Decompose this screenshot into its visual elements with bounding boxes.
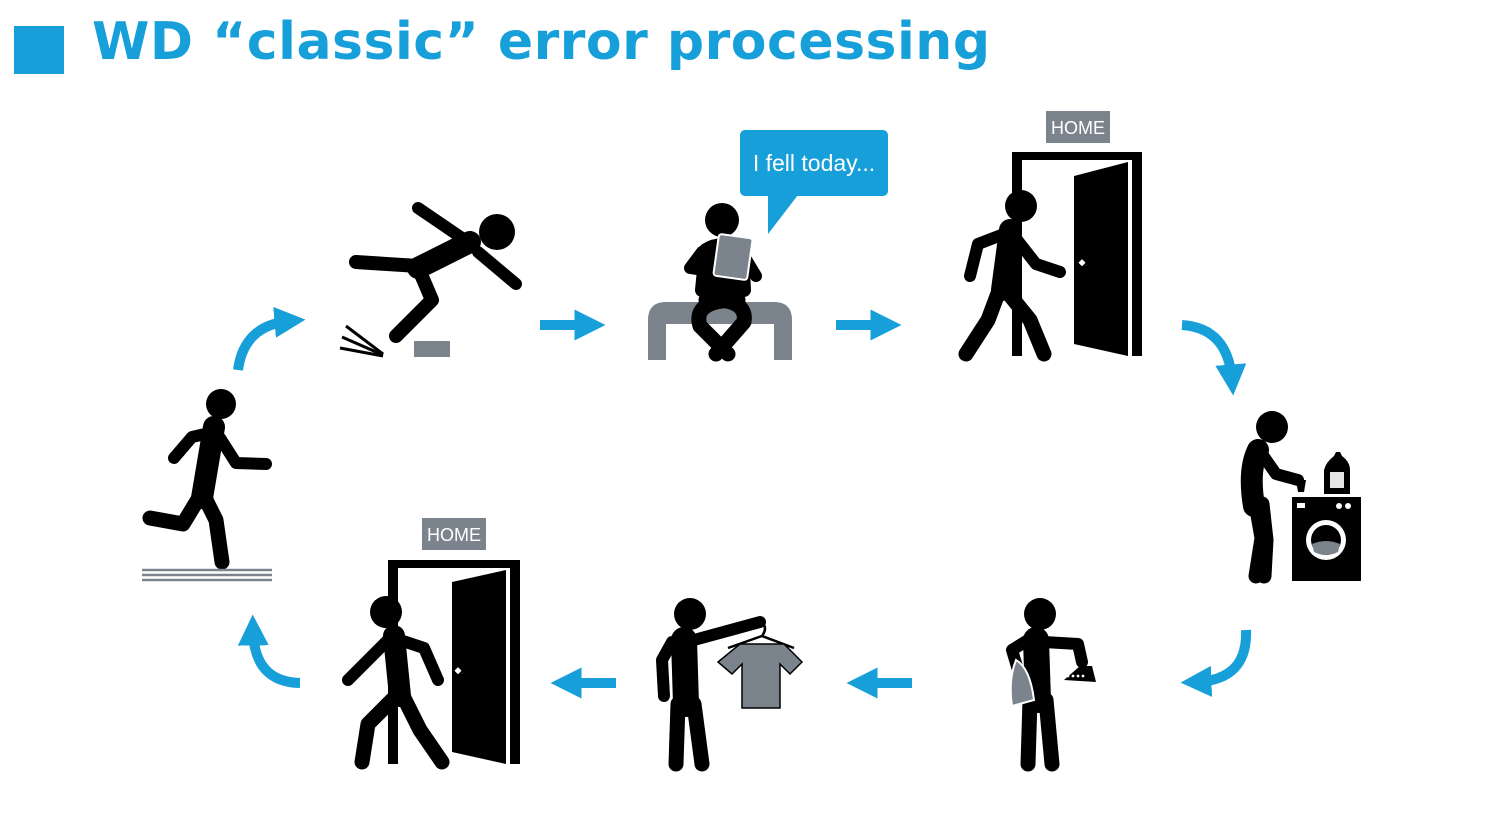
entering-home-icon: HOME [958, 111, 1142, 362]
bench [648, 302, 792, 360]
title-marker-square [14, 26, 64, 74]
shirt-icon [716, 643, 804, 709]
tripping-person-icon [339, 202, 522, 358]
home-sign-bottom [422, 518, 486, 550]
arrow-laundry-to-iron [1180, 629, 1252, 697]
arrow-home-to-laundry [1181, 320, 1247, 396]
arrow-run-to-trip [233, 306, 306, 371]
open-door-bottom [452, 570, 506, 764]
speech-bubble-text: I fell today... [753, 150, 875, 176]
home-sign-top-label: HOME [1051, 118, 1105, 138]
hanger-icon [727, 621, 795, 650]
iron-icon [1064, 666, 1096, 682]
laundry-person-icon [1240, 411, 1361, 584]
running-person-icon [142, 389, 272, 582]
page-title: WD “classic” error processing [92, 12, 991, 72]
open-door [1074, 162, 1128, 356]
ironing-person-icon [1006, 598, 1096, 772]
tablet-icon [712, 233, 754, 281]
ground-lines [142, 568, 272, 582]
home-sign-top [1046, 111, 1110, 143]
obstacle-block [414, 341, 450, 357]
speech-bubble: I fell today... [740, 130, 888, 234]
leaving-home-icon: HOME [342, 518, 520, 770]
arrow-leave-to-run [237, 614, 301, 688]
cloth-in-hand [1009, 658, 1036, 708]
home-sign-bottom-label: HOME [427, 525, 481, 545]
impact-lines [339, 324, 384, 358]
sitting-person-icon [648, 203, 792, 362]
hanging-shirt-person-icon [656, 598, 804, 772]
